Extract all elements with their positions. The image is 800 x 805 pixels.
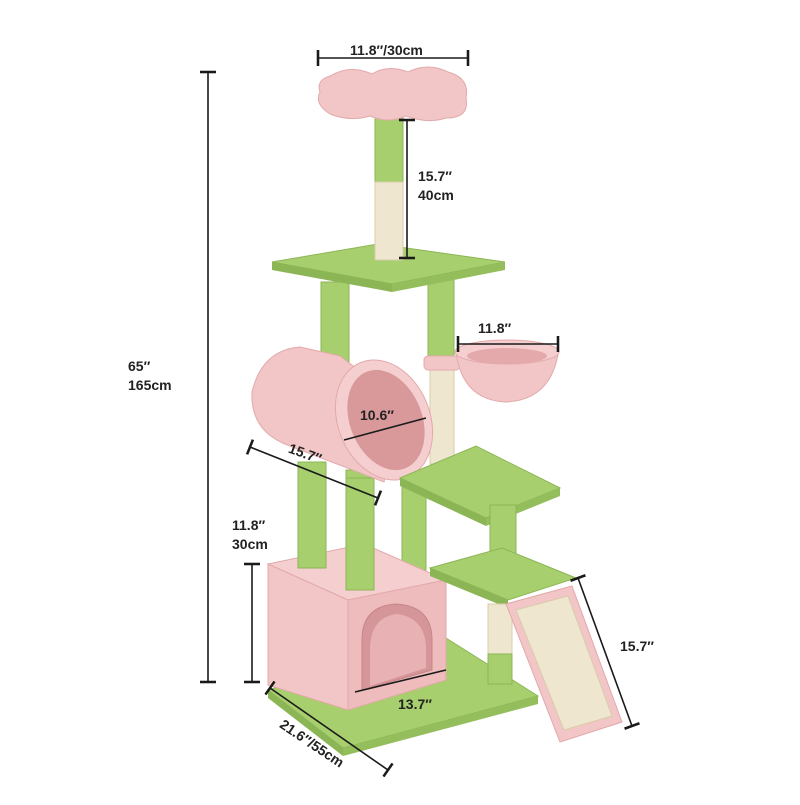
basket-inner <box>467 348 547 364</box>
dimension-lines <box>200 50 640 778</box>
post-sisal-right <box>429 355 455 465</box>
total-height-cm-label: 165cm <box>128 377 172 393</box>
condo-height-cm-label: 30cm <box>232 536 268 552</box>
base-depth-label: 13.7″ <box>398 696 432 712</box>
platform-top-side <box>392 262 505 292</box>
cloud-bed <box>317 66 468 122</box>
post-sisal-lower <box>487 603 513 657</box>
basket-width-label: 11.8″ <box>478 320 512 336</box>
top-post-height-in-label: 15.7″ <box>418 168 452 184</box>
post-top-sisal <box>374 181 404 261</box>
top-width-label: 11.8″/30cm <box>350 42 423 58</box>
post-upper-left <box>320 281 350 365</box>
post-upper-right <box>427 277 455 359</box>
platform-top-edge <box>272 262 392 292</box>
total-height-in-label: 65″ <box>128 358 151 374</box>
top-post-height-cm-label: 40cm <box>418 187 454 203</box>
post-sisal-lower-base <box>487 653 513 685</box>
ramp-length-label: 15.7″ <box>620 638 654 654</box>
platform-lower-edge <box>430 568 508 608</box>
post-top-green <box>374 115 404 185</box>
basket-body <box>455 351 559 403</box>
post-condo-left <box>297 461 327 569</box>
condo-entrance-inner <box>370 614 426 686</box>
tunnel-diameter-label: 10.6″ <box>360 407 394 423</box>
basket-post-ring <box>423 355 461 371</box>
condo-height-in-label: 11.8″ <box>232 517 266 533</box>
platform-middle-edge <box>400 478 486 526</box>
